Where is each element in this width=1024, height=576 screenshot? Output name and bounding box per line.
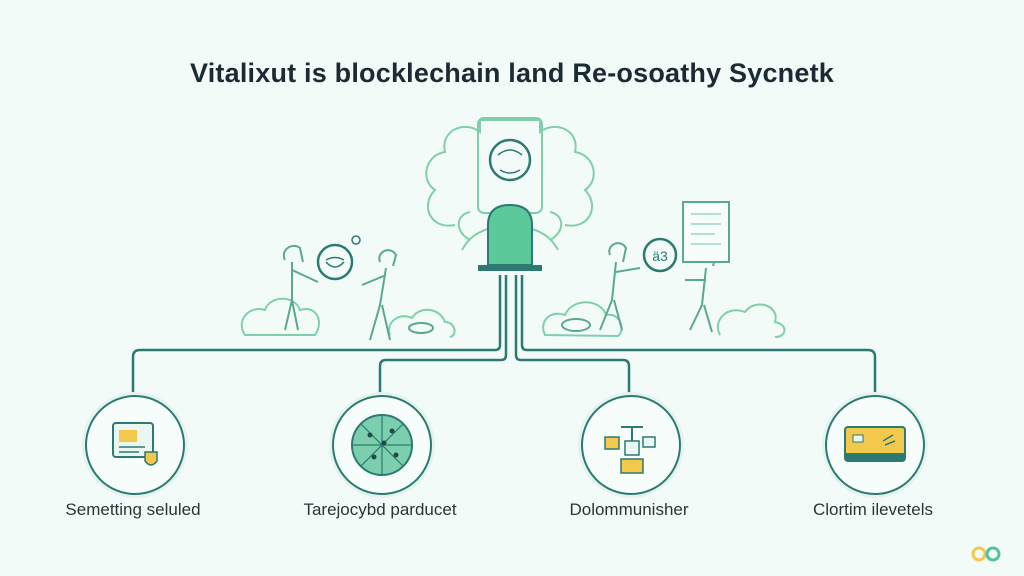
connector-lines: [131, 275, 877, 400]
bubble-text: ä3: [652, 248, 668, 264]
node-label-2: Tarejocybd parducet: [303, 500, 457, 519]
node-document[interactable]: [85, 395, 185, 495]
node-label-1: Semetting seluled: [65, 500, 201, 519]
chat-bubble-icon: [316, 235, 361, 281]
network-globe-icon: [351, 414, 413, 476]
left-scene: [240, 244, 456, 341]
brand-logo-icon: [971, 546, 1001, 562]
node-label-3: Dolommunisher: [569, 500, 689, 519]
connector-1: [131, 275, 502, 400]
connector-3: [514, 275, 631, 400]
node-logistics[interactable]: [581, 395, 681, 495]
central-figure-icon: [425, 117, 595, 271]
document-shield-icon: [112, 422, 158, 466]
node-card[interactable]: [825, 395, 925, 495]
node-network[interactable]: [332, 395, 432, 495]
page-title: Vitalixut is blocklechain land Re-osoath…: [190, 58, 834, 88]
result-bubble-icon: ä3: [642, 237, 678, 273]
document-icon: [682, 201, 730, 263]
node-label-4: Clortim ilevetels: [813, 500, 933, 519]
connector-4: [520, 275, 877, 400]
connector-2: [378, 275, 508, 400]
logistics-icon: [604, 426, 656, 474]
card-icon: [844, 426, 906, 462]
